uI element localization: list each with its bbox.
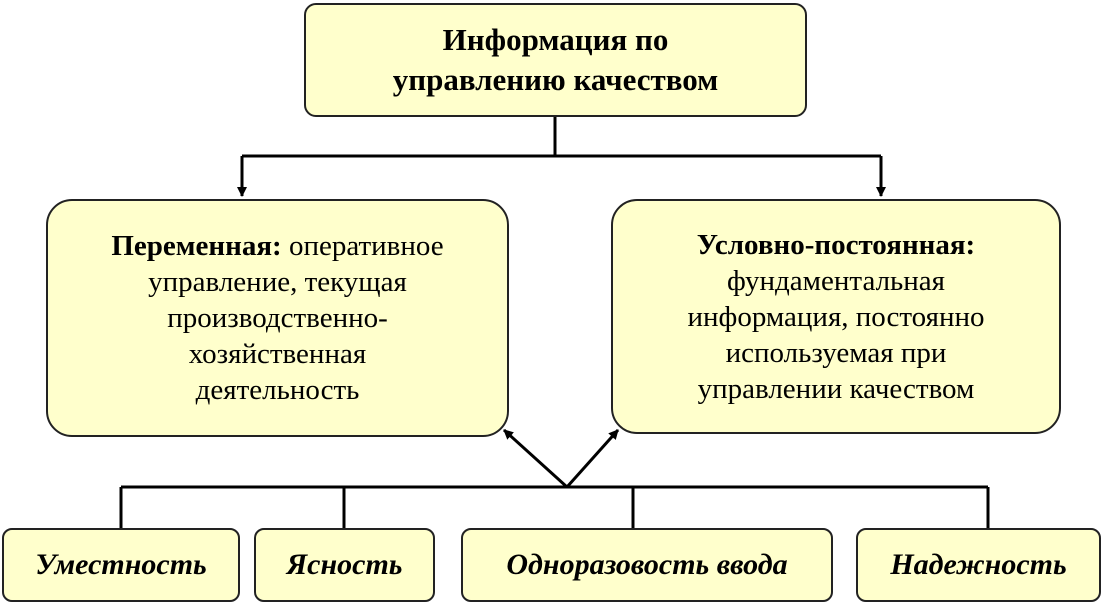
diag-arrow-left (502, 428, 569, 489)
criterion-box-relevance: Уместность (2, 528, 240, 602)
variable-info-text: Переменная: оперативное управление, теку… (111, 228, 443, 408)
constant-line-4: используемая при (725, 336, 947, 369)
top-line-2: управлению качеством (392, 62, 719, 97)
constant-info-text: Условно-постоянная: фундаментальная инфо… (687, 227, 984, 407)
variable-line-5: деятельность (195, 374, 360, 406)
diag-arrow-right (565, 428, 620, 489)
variable-info-box: Переменная: оперативное управление, теку… (46, 199, 509, 437)
constant-line-2: фундаментальная (726, 264, 946, 297)
criterion-box-single-entry: Одноразовость ввода (461, 528, 833, 602)
variable-line-2: управление, текущая (148, 266, 407, 298)
criterion-box-reliability: Надежность (856, 528, 1101, 602)
criterion-label: Уместность (35, 548, 207, 581)
top-box: Информация по управлению качеством (304, 3, 807, 117)
criterion-box-clarity: Ясность (254, 528, 435, 602)
criterion-label: Надежность (890, 548, 1067, 581)
criterion-label: Одноразовость ввода (506, 548, 788, 581)
constant-line-5: управлении качеством (697, 372, 975, 405)
variable-line-1: оперативное (281, 230, 444, 262)
criterion-label: Ясность (286, 548, 403, 581)
constant-line-3: информация, постоянно (687, 300, 985, 333)
variable-line-3: производственно- (167, 302, 388, 334)
variable-title: Переменная: (111, 230, 282, 262)
top-box-text: Информация по управлению качеством (393, 20, 719, 100)
constant-info-box: Условно-постоянная: фундаментальная инфо… (611, 199, 1061, 434)
top-line-1: Информация по (442, 22, 669, 57)
variable-line-4: хозяйственная (188, 338, 367, 370)
constant-title: Условно-постоянная: (696, 228, 976, 261)
